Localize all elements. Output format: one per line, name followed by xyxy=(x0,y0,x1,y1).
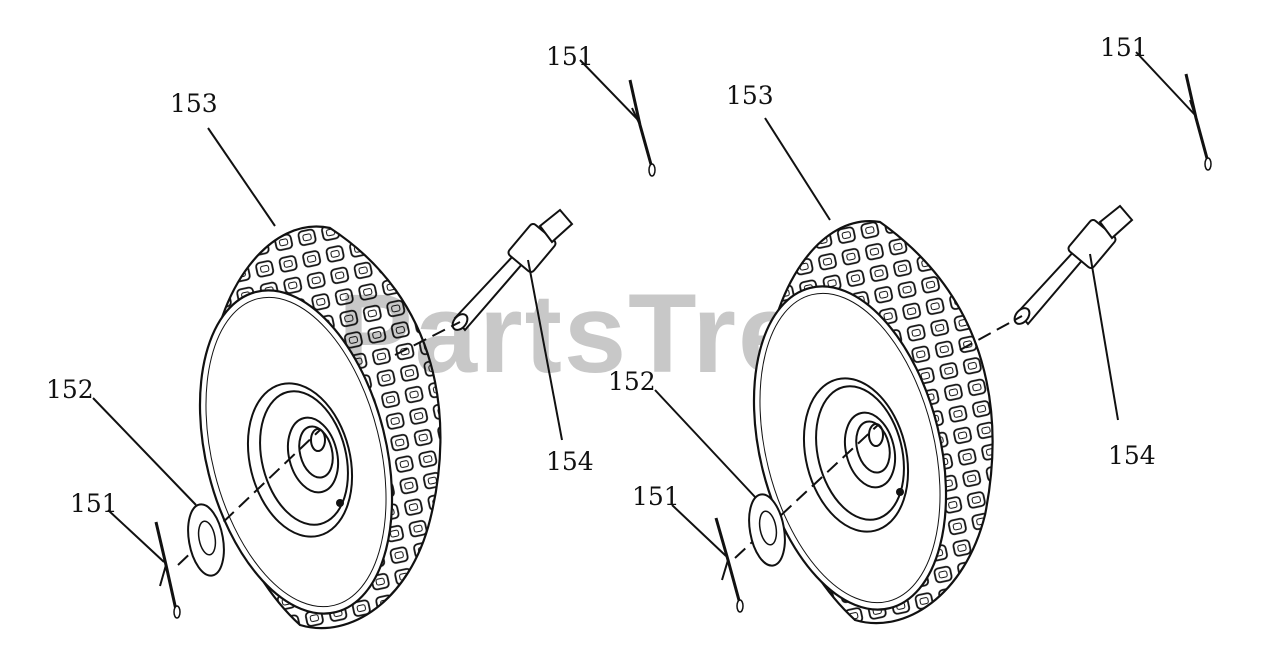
axle-axis-right xyxy=(959,315,1023,351)
cotter-pin-top-left xyxy=(628,79,656,177)
callout-151-bottom: 151 xyxy=(70,489,118,518)
wheel-assembly-left: 153 151 152 151 154 xyxy=(46,42,656,630)
axle-left xyxy=(451,208,574,332)
cotter-pin-bottom-right xyxy=(714,517,744,613)
washer-left xyxy=(187,503,225,577)
washer-right xyxy=(748,493,786,567)
wheel-assembly-right: 153 151 152 151 154 xyxy=(608,33,1212,625)
tire-left xyxy=(198,225,442,630)
callout-152: 152 xyxy=(46,375,94,404)
cotter-pin-bottom-left xyxy=(154,521,181,619)
axle-right xyxy=(1013,204,1134,326)
callout-154: 154 xyxy=(546,447,594,476)
callout-151-bottom: 151 xyxy=(632,482,680,511)
callout-154: 154 xyxy=(1108,441,1156,470)
axle-axis-left xyxy=(394,321,461,356)
callout-152: 152 xyxy=(608,367,656,396)
callout-151-top: 151 xyxy=(1100,33,1148,62)
callout-151-top: 151 xyxy=(546,42,594,71)
cotter-pin-top-right xyxy=(1184,73,1212,171)
callout-153: 153 xyxy=(726,81,774,110)
tire-right xyxy=(752,220,994,625)
callout-153: 153 xyxy=(170,89,218,118)
